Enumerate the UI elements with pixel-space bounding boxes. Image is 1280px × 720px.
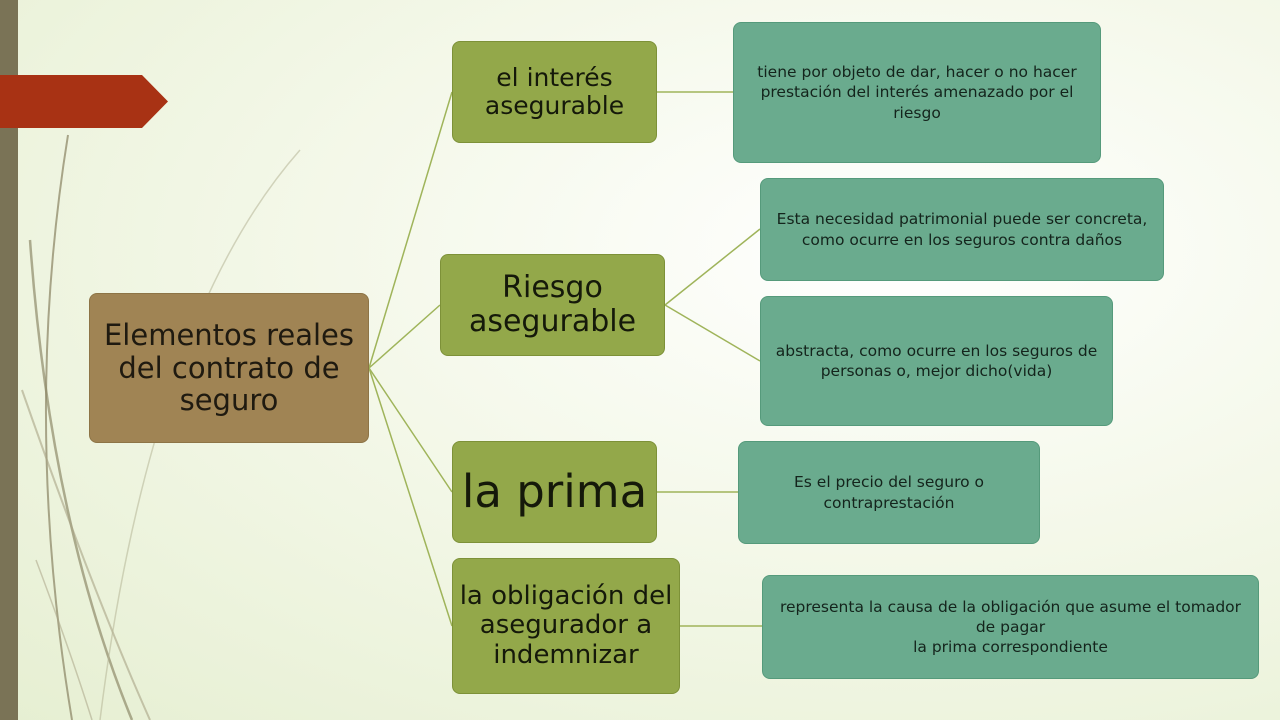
root-node: Elementos reales del contrato de seguro	[89, 293, 369, 443]
branch-riesgo-asegurable: Riesgo asegurable	[440, 254, 665, 356]
detail-riesgo-concreta: Esta necesidad patrimonial puede ser con…	[760, 178, 1164, 281]
detail-text: tiene por objeto de dar, hacer o no hace…	[757, 63, 1077, 122]
detail-obligacion: representa la causa de la obligación que…	[762, 575, 1259, 679]
branch-label: la obligación del asegurador a indemniza…	[459, 581, 673, 670]
detail-text: Es el precio del seguro o contraprestaci…	[793, 473, 985, 512]
branch-label: la prima	[461, 464, 648, 518]
branch-interes-asegurable: el interés asegurable	[452, 41, 657, 143]
root-node-label: Elementos reales del contrato de seguro	[103, 318, 355, 418]
detail-text: abstracta, como ocurre en los seguros de…	[775, 341, 1098, 380]
left-accent-bar	[0, 0, 18, 720]
branch-la-prima: la prima	[452, 441, 657, 543]
detail-riesgo-abstracta: abstracta, como ocurre en los seguros de…	[760, 296, 1113, 426]
branch-label: Riesgo asegurable	[468, 270, 637, 339]
detail-interes-asegurable: tiene por objeto de dar, hacer o no hace…	[733, 22, 1101, 163]
detail-text: representa la causa de la obligación que…	[779, 597, 1242, 657]
detail-text: Esta necesidad patrimonial puede ser con…	[776, 210, 1148, 249]
branch-obligacion-asegurador: la obligación del asegurador a indemniza…	[452, 558, 680, 694]
detail-la-prima: Es el precio del seguro o contraprestaci…	[738, 441, 1040, 544]
accent-arrow-tab	[0, 75, 168, 128]
branch-label: el interés asegurable	[484, 63, 625, 120]
